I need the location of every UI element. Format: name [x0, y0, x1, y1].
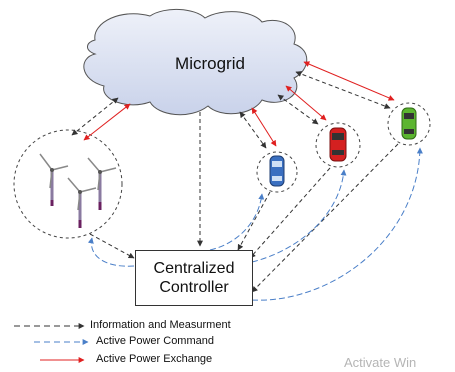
green-car-icon: [387, 102, 431, 146]
red-car-icon: [315, 122, 361, 168]
controller-label-line2: Controller: [159, 279, 229, 296]
legend-exchange-label: Active Power Exchange: [96, 353, 213, 365]
wind-turbine-icon: [13, 129, 123, 239]
legend-command-label: Active Power Command: [96, 335, 214, 347]
centralized-controller-box: Centralized Controller: [135, 250, 253, 306]
legend-info-label: Information and Measurment: [90, 319, 231, 331]
blue-car-icon: [256, 151, 298, 193]
microgrid-label: Microgrid: [175, 54, 245, 73]
activate-windows-watermark: Activate Win: [344, 355, 417, 370]
controller-label-line1: Centralized: [153, 260, 235, 277]
